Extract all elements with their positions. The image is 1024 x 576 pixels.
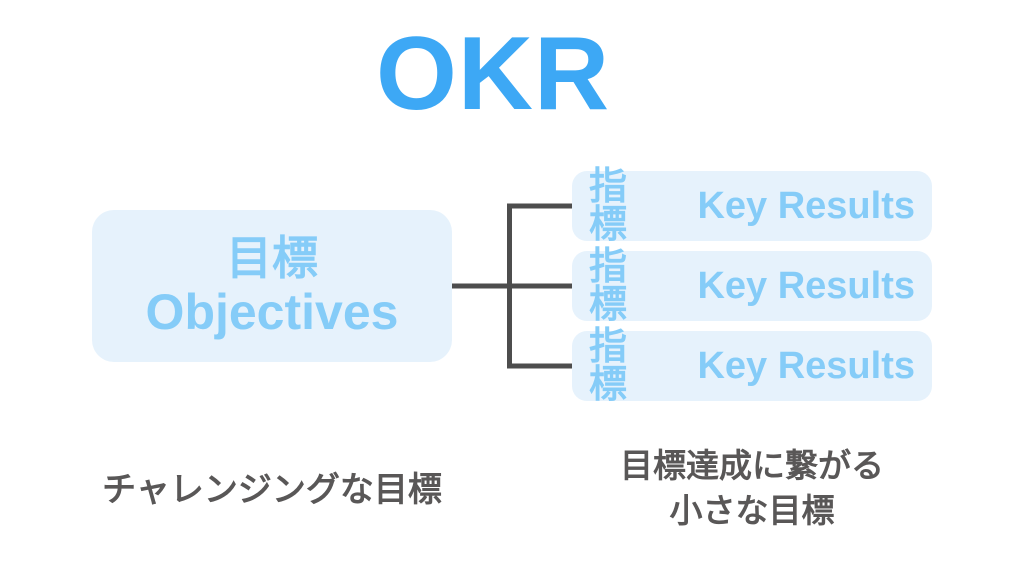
key-result-label-ja: 指標 <box>589 166 628 246</box>
objective-caption: チャレンジングな目標 <box>102 471 442 509</box>
key-result-label-ja: 指標 <box>589 326 628 406</box>
key-result-label-en: Key Results <box>697 345 915 387</box>
key-results-caption: 目標達成に繋がる 小さな目標 <box>572 444 932 533</box>
objective-label-ja: 目標 <box>226 232 318 284</box>
key-result-box-2: 指標 Key Results <box>572 246 932 326</box>
key-result-label-ja: 指標 <box>589 246 628 326</box>
objective-label-en: Objectives <box>145 284 399 340</box>
key-results-caption-line1: 目標達成に繋がる <box>620 447 884 484</box>
objective-box: 目標 Objectives <box>92 210 452 362</box>
key-results-caption-line2: 小さな目標 <box>669 491 835 529</box>
key-result-label-en: Key Results <box>697 185 915 227</box>
key-result-label-en: Key Results <box>697 265 915 307</box>
key-result-box-1: 指標 Key Results <box>572 166 932 246</box>
page-title: OKR <box>375 16 611 132</box>
key-result-box-3: 指標 Key Results <box>572 326 932 406</box>
